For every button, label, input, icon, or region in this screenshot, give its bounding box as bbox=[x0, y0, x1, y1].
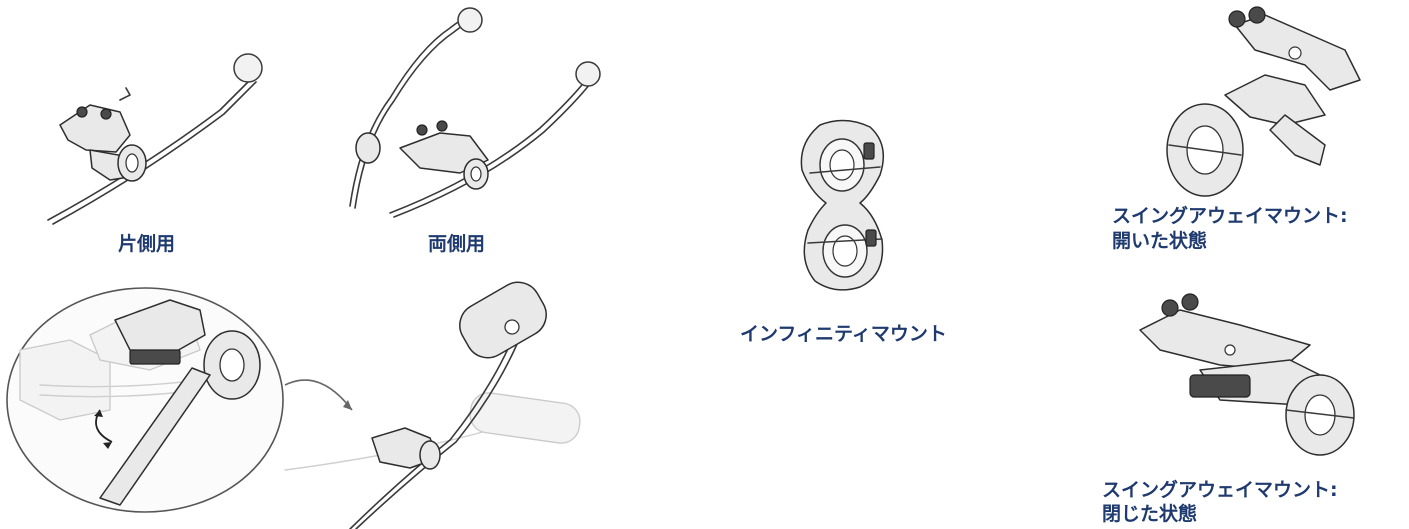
swing-away-mount-closed-illustration bbox=[1130, 290, 1380, 460]
caption-swing-closed-line1: スイングアウェイマウント: bbox=[1102, 479, 1338, 501]
caption-swing-open-line1: スイングアウェイマウント: bbox=[1112, 205, 1348, 227]
both-sides-mount-illustration bbox=[330, 7, 620, 228]
mirror-adjustment-detail-illustration bbox=[0, 280, 600, 529]
swing-away-mount-open-illustration bbox=[1155, 5, 1385, 200]
caption-swing-open-line2: 開いた状態 bbox=[1112, 230, 1208, 252]
caption-swing-closed-line2: 閉じた状態 bbox=[1102, 503, 1198, 525]
caption-both-sides: 両側用 bbox=[428, 233, 486, 255]
infinity-mount-illustration bbox=[790, 115, 900, 295]
caption-single-side: 片側用 bbox=[118, 233, 176, 255]
caption-infinity-mount: インフィニティマウント bbox=[740, 323, 947, 345]
single-side-mount-illustration bbox=[20, 40, 280, 230]
